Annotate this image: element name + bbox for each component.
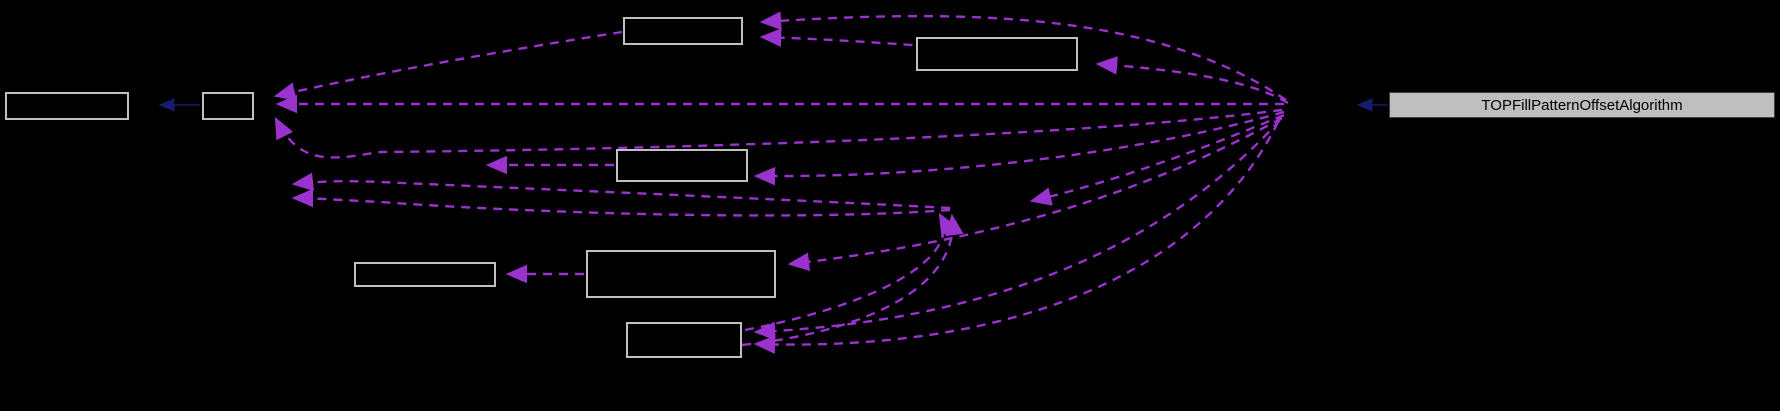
graph-node-middle[interactable] [616,149,748,182]
edge-hub-to-n1-lower [274,108,1283,159]
edge-sweep-upper-to-left [291,172,951,210]
edge-hub-to-n3 [1095,56,1289,105]
edge-hub-to-n7-upper [753,119,1281,341]
edge-n2-to-n1 [273,30,623,101]
edge-hub-to-n4 [753,110,1285,186]
edge-sweep-lower-to-left [291,188,951,217]
graph-node-top-right[interactable] [916,37,1078,71]
graph-node-bottom-center[interactable] [586,250,776,298]
graph-node-left-root[interactable] [5,92,129,120]
edge-hub-to-n6 [787,116,1283,272]
graph-node-bottom-left[interactable] [354,262,496,287]
graph-node-bottom[interactable] [626,322,742,358]
graph-node-topfillpatternoffsetalgorithm[interactable]: TOPFillPatternOffsetAlgorithm [1389,92,1775,118]
graph-node-top-center[interactable] [623,17,743,45]
usage-edges [273,11,1289,354]
edge-hub-to-mid-lower [1029,113,1285,206]
edge-hub-to-n7-lower [753,121,1280,354]
graph-node-hub-small[interactable] [202,92,254,120]
node-label: TOPFillPatternOffsetAlgorithm [1481,96,1683,114]
